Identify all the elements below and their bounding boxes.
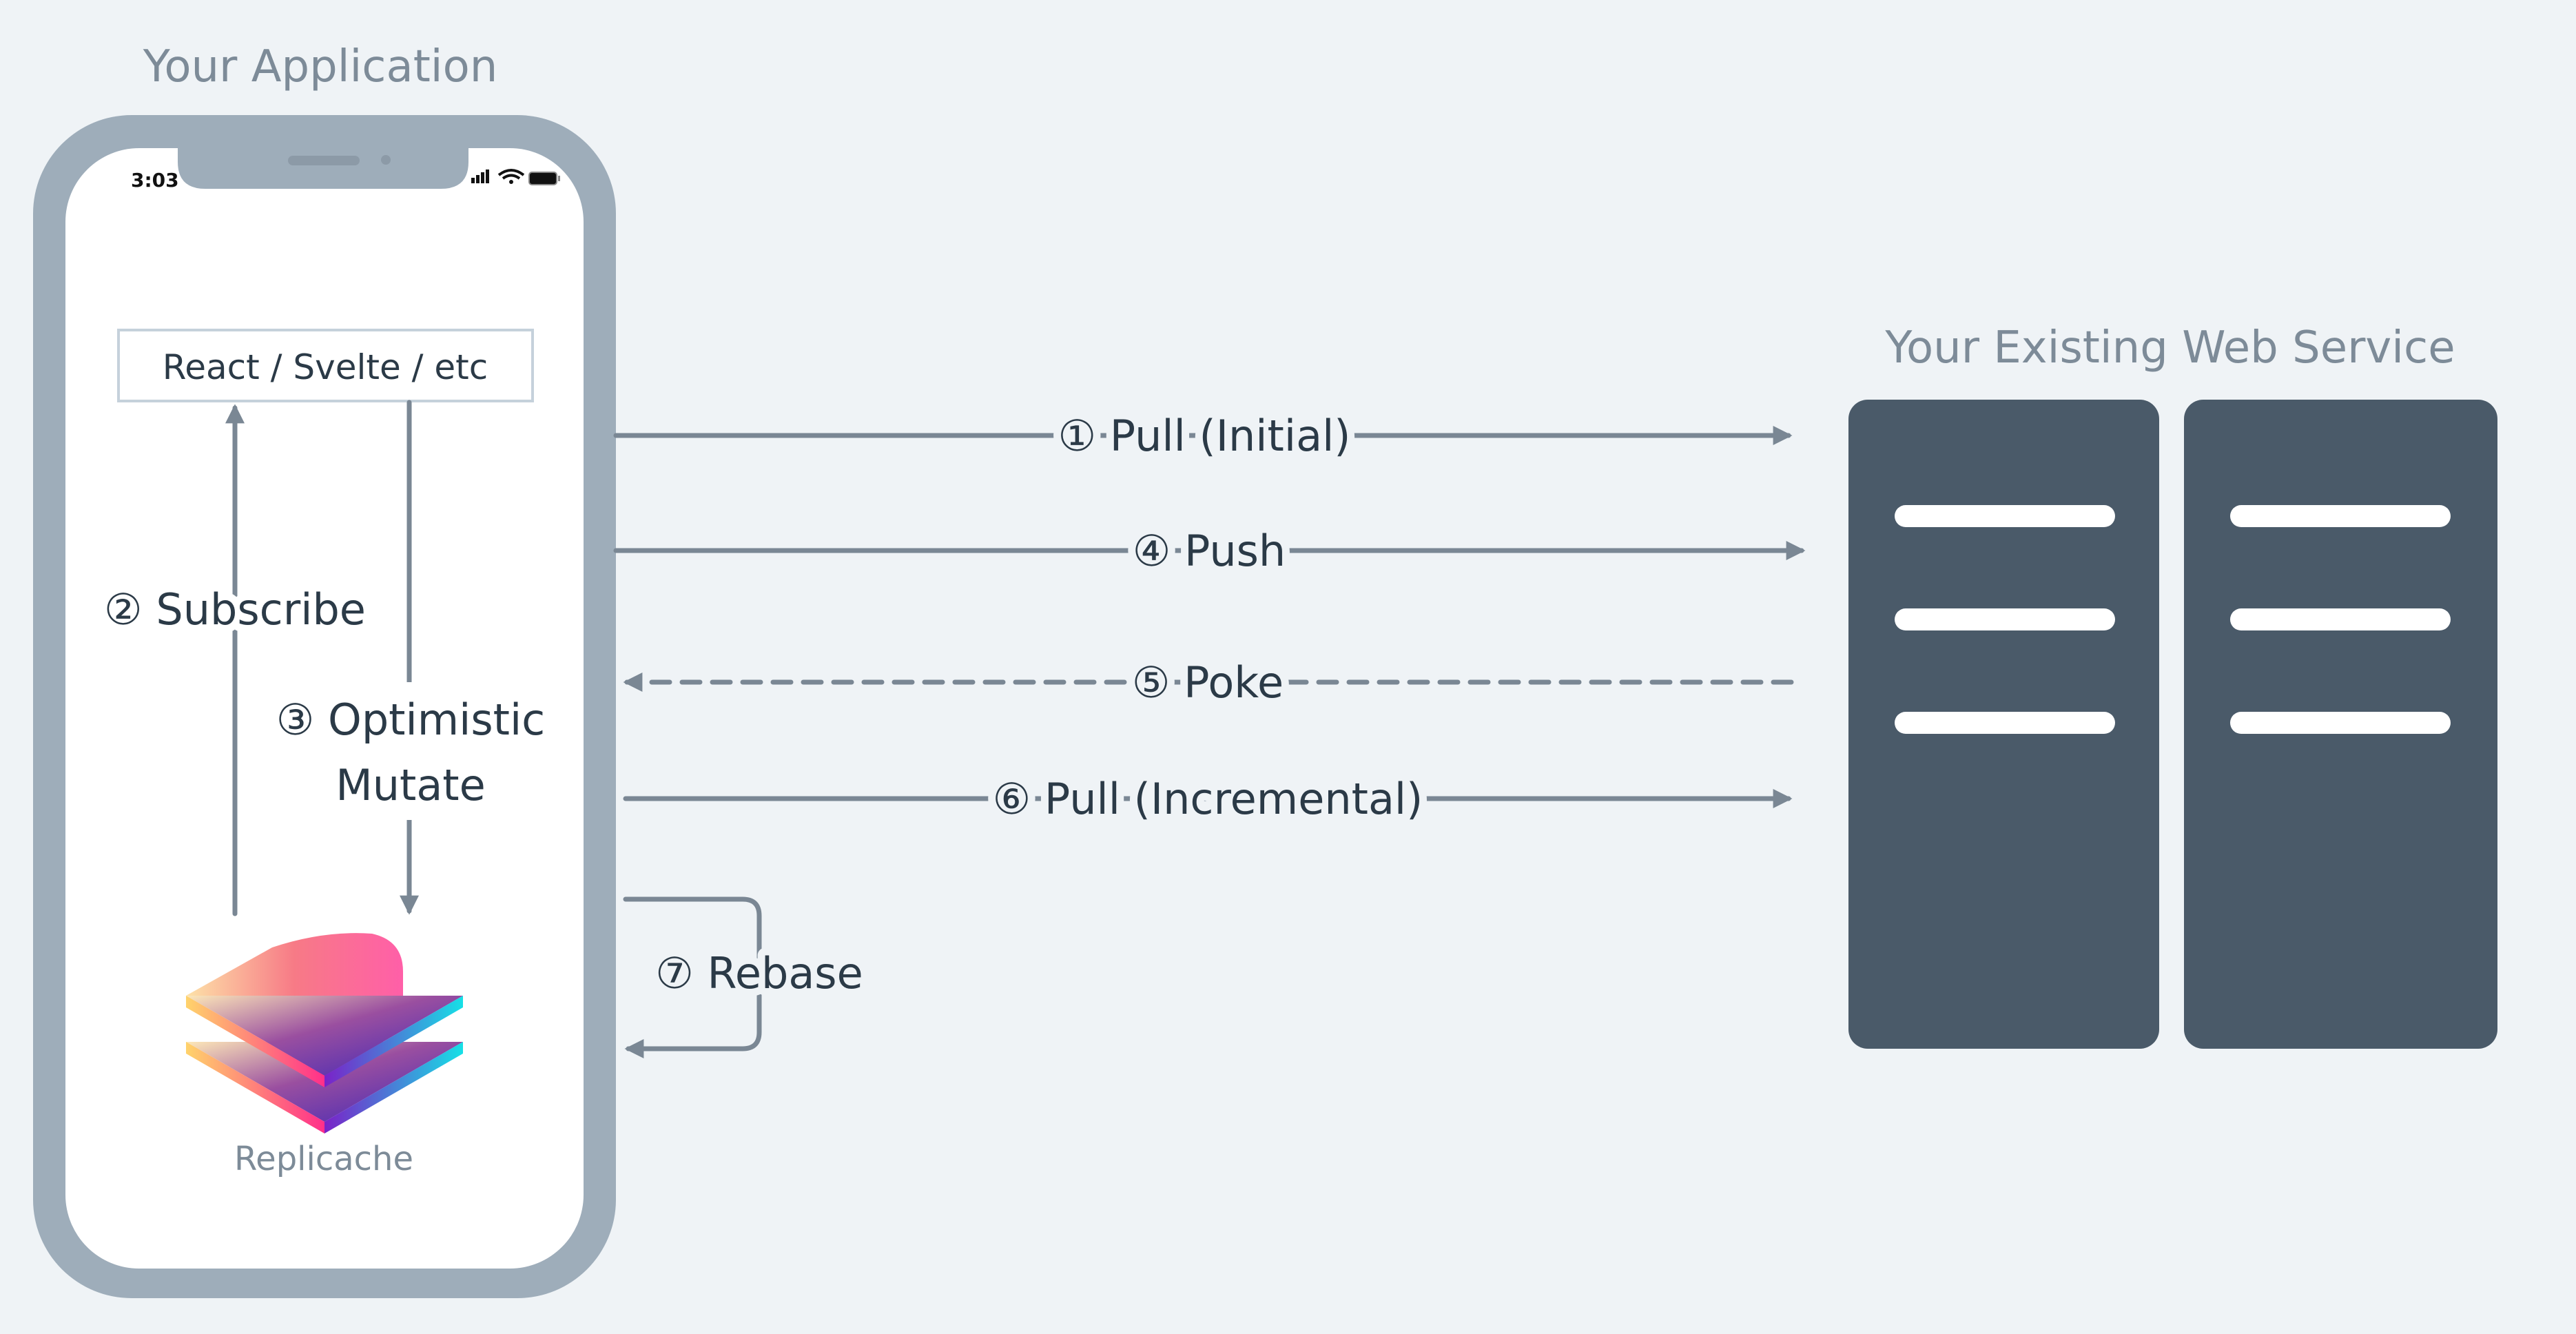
mutate-label-bg: [262, 682, 565, 820]
web-service-server: [1848, 400, 2497, 1049]
signal-icon: [471, 170, 489, 183]
framework-label: React / Svelte / etc: [163, 347, 488, 387]
mutate-label-line2: Mutate: [336, 760, 486, 810]
replicache-logo: [186, 933, 463, 1133]
speaker: [288, 156, 360, 165]
app-title: Your Application: [143, 41, 498, 92]
subscribe-label: ② Subscribe: [104, 584, 366, 635]
phone-notch: [178, 148, 468, 189]
camera: [381, 155, 391, 165]
service-title: Your Existing Web Service: [1884, 322, 2455, 373]
rebase-label: ⑦ Rebase: [655, 948, 863, 998]
mutate-label-line1: ③ Optimistic: [276, 695, 546, 745]
pull-initial-label: ① Pull (Initial): [1058, 411, 1351, 461]
rebase-arrow: [623, 896, 762, 1058]
replicache-label: Replicache: [234, 1140, 413, 1178]
push-label: ④ Push: [1133, 526, 1286, 576]
battery-icon: [528, 172, 560, 185]
server-slots: [1895, 505, 2451, 734]
framework-box: [117, 329, 534, 402]
phone: 3:03 React / Svelte / etc ② Subscribe ③ …: [33, 115, 616, 1298]
pull-incremental-label: ⑥ Pull (Incremental): [993, 774, 1423, 824]
wifi-icon: [497, 169, 525, 184]
status-time: 3:03: [131, 169, 179, 192]
poke-label: ⑤ Poke: [1132, 657, 1284, 708]
